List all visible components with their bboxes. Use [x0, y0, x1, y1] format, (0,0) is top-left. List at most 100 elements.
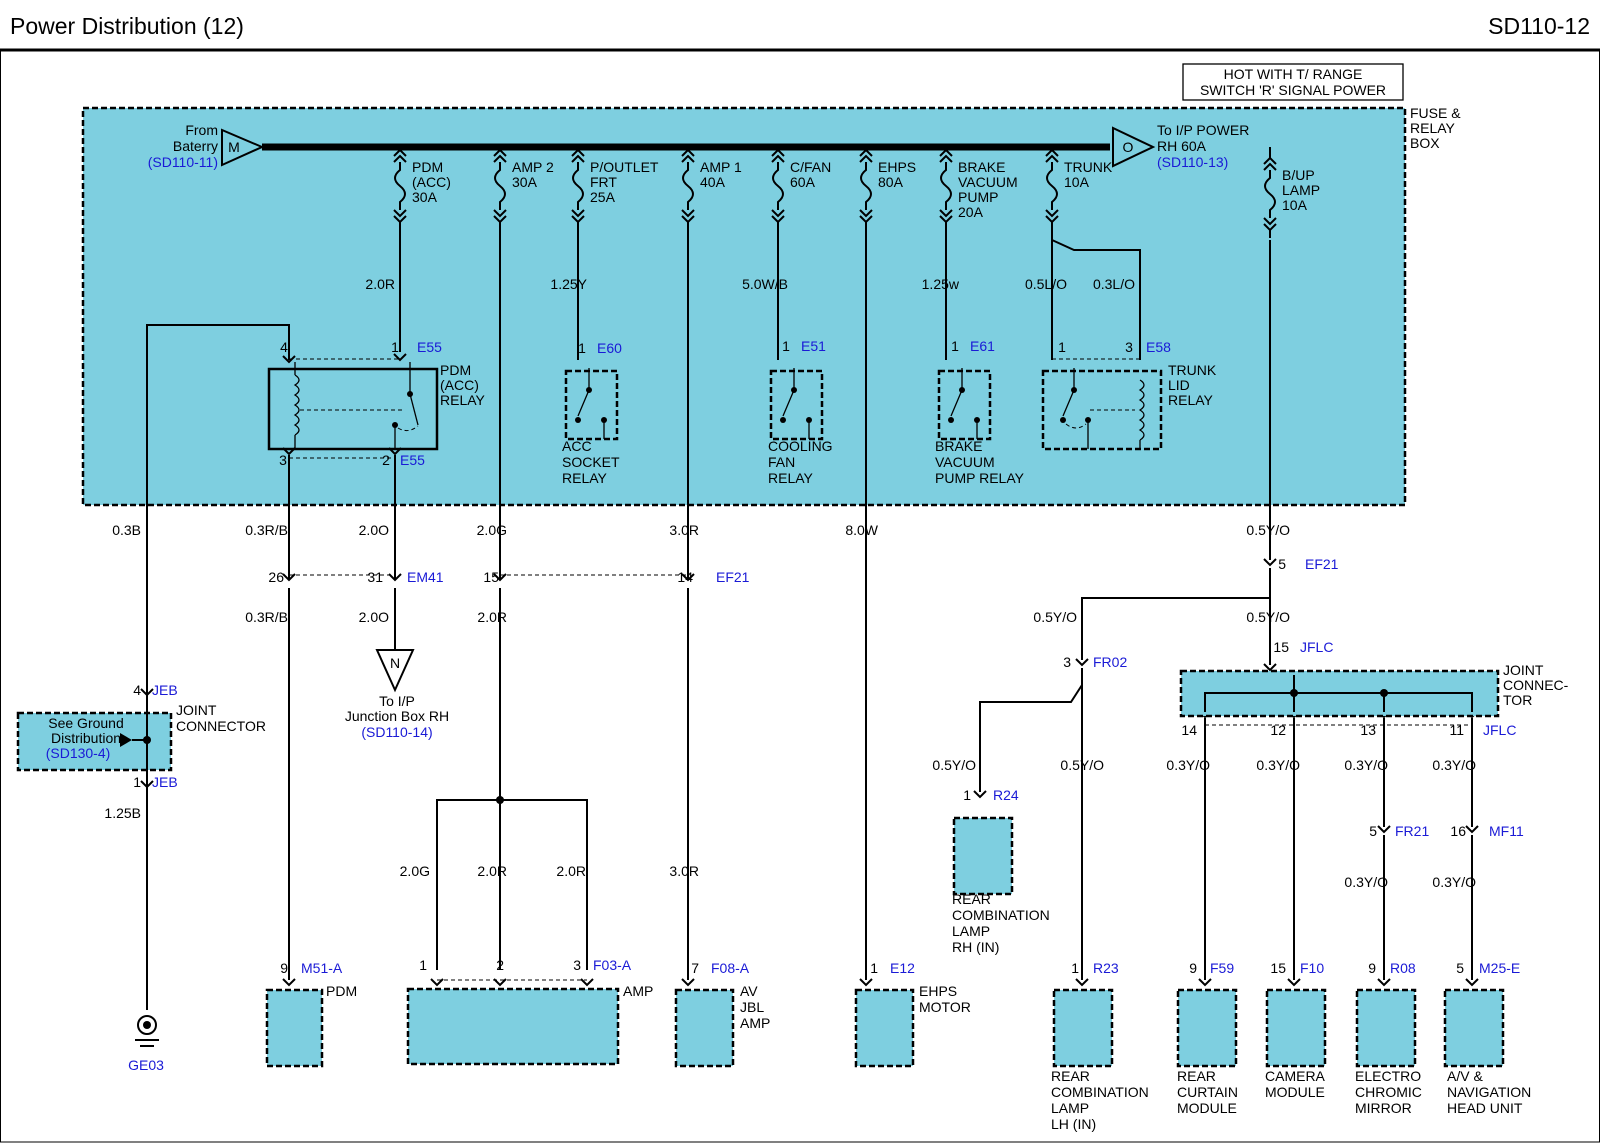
- label-104: 3: [573, 957, 581, 973]
- label-30: 1: [1058, 339, 1066, 355]
- pin-chevron-24: [681, 978, 695, 987]
- ground-symbol-icon: [135, 1015, 159, 1047]
- label-59: FR02: [1093, 654, 1127, 670]
- pin-chevron-29: [1377, 978, 1391, 987]
- label-140: NAVIGATION: [1447, 1084, 1531, 1100]
- av-navigation-head-unit-component: [1443, 988, 1505, 1068]
- label-125: EHPS: [919, 983, 957, 999]
- label-39: 2.0G: [477, 522, 507, 538]
- label-58: 3: [1063, 654, 1071, 670]
- label-133: MODULE: [1177, 1100, 1237, 1116]
- wires: [146, 230, 1473, 1010]
- label-15: 1: [578, 340, 586, 356]
- label-23: FAN: [768, 454, 795, 470]
- fuse-box-label-line3: BOX: [1410, 135, 1440, 151]
- label-55: 0.5Y/O: [1246, 609, 1290, 625]
- label-14: E55: [400, 452, 425, 468]
- fuse-0-label-2: 30A: [412, 189, 438, 205]
- label-126: MOTOR: [919, 999, 971, 1015]
- fuse-box-label-line2: RELAY: [1410, 120, 1456, 136]
- label-96: REAR: [952, 891, 991, 907]
- label-136: ELECTRO: [1355, 1068, 1421, 1084]
- label-112: 9: [1189, 960, 1197, 976]
- pin-chevron-25: [859, 978, 873, 987]
- label-8: E55: [417, 339, 442, 355]
- pin-chevron-8: [1263, 558, 1277, 567]
- trunk-lid-relay: [1041, 368, 1163, 451]
- label-17: ACC: [562, 438, 592, 454]
- label-44: 31: [367, 569, 383, 585]
- label-24: RELAY: [768, 470, 814, 486]
- fuse-1-label-0: AMP 2: [512, 159, 554, 175]
- label-128: COMBINATION: [1051, 1084, 1149, 1100]
- fuse-7-label-1: 10A: [1064, 174, 1090, 190]
- fuse-8-label-0: B/UP: [1282, 167, 1315, 183]
- label-10: (ACC): [440, 377, 479, 393]
- label-50: EF21: [1305, 556, 1339, 572]
- label-100: 9: [280, 960, 288, 976]
- ground-box-line1: See Ground: [48, 715, 124, 731]
- acc-socket-relay: [564, 368, 619, 441]
- label-105: F03-A: [593, 957, 632, 973]
- fuse-3-label-1: 40A: [700, 174, 726, 190]
- label-88: 16: [1450, 823, 1466, 839]
- label-94: 0.3Y/O: [1344, 874, 1388, 890]
- label-16: E60: [597, 340, 622, 356]
- label-109: E12: [890, 960, 915, 976]
- label-101: M51-A: [301, 960, 343, 976]
- label-25: 1: [951, 338, 959, 354]
- label-124: AMP: [740, 1015, 770, 1031]
- pin-chevron-7: [681, 573, 695, 582]
- fuse-6-label-0: BRAKE: [958, 159, 1005, 175]
- label-33: TRUNK: [1168, 362, 1217, 378]
- label-38: 2.0O: [359, 522, 389, 538]
- label-18: SOCKET: [562, 454, 620, 470]
- label-131: REAR: [1177, 1068, 1216, 1084]
- pin-chevron-1: [393, 353, 407, 362]
- label-138: MIRROR: [1355, 1100, 1412, 1116]
- label-57: JFLC: [1300, 639, 1333, 655]
- label-45: EM41: [407, 569, 444, 585]
- fuse-8-label-1: LAMP: [1282, 182, 1320, 198]
- label-106: 7: [691, 960, 699, 976]
- pin-chevron-5: [388, 573, 402, 582]
- label-81: 0.3Y/O: [1256, 757, 1300, 773]
- label-42: 0.5Y/O: [1246, 522, 1290, 538]
- label-86: 5: [1369, 823, 1377, 839]
- ehps-motor-component: [854, 988, 915, 1068]
- label-122: AV: [740, 983, 758, 999]
- label-129: LAMP: [1051, 1100, 1089, 1116]
- fuse-7-label-0: TRUNK: [1064, 159, 1113, 175]
- label-93: 3.0R: [669, 863, 699, 879]
- fuse-4-label-0: C/FAN: [790, 159, 831, 175]
- label-102: 1: [419, 957, 427, 973]
- label-73: JEB: [152, 774, 178, 790]
- junction-box-arrow: [375, 649, 415, 693]
- label-91: 2.0R: [477, 863, 507, 879]
- label-116: 9: [1368, 960, 1376, 976]
- label-87: FR21: [1395, 823, 1429, 839]
- cooling-fan-relay: [769, 368, 824, 441]
- label-75: To I/P: [379, 693, 415, 709]
- label-32: E58: [1146, 339, 1171, 355]
- label-35: RELAY: [1168, 392, 1214, 408]
- hot-condition-line2: SWITCH 'R' SIGNAL POWER: [1200, 82, 1386, 98]
- label-1: 1.25Y: [550, 276, 587, 292]
- label-51: 0.3R/B: [245, 609, 288, 625]
- label-78: 0.5Y/O: [932, 757, 976, 773]
- pin-chevron-17: [973, 790, 987, 799]
- label-121: AMP: [623, 983, 653, 999]
- label-79: 0.5Y/O: [1060, 757, 1104, 773]
- fuse-2-label-0: P/OUTLET: [590, 159, 659, 175]
- camera-module-component: [1265, 988, 1327, 1068]
- label-48: EF21: [716, 569, 750, 585]
- label-74: 1.25B: [104, 805, 141, 821]
- fuse-box-label-line1: FUSE &: [1410, 105, 1461, 121]
